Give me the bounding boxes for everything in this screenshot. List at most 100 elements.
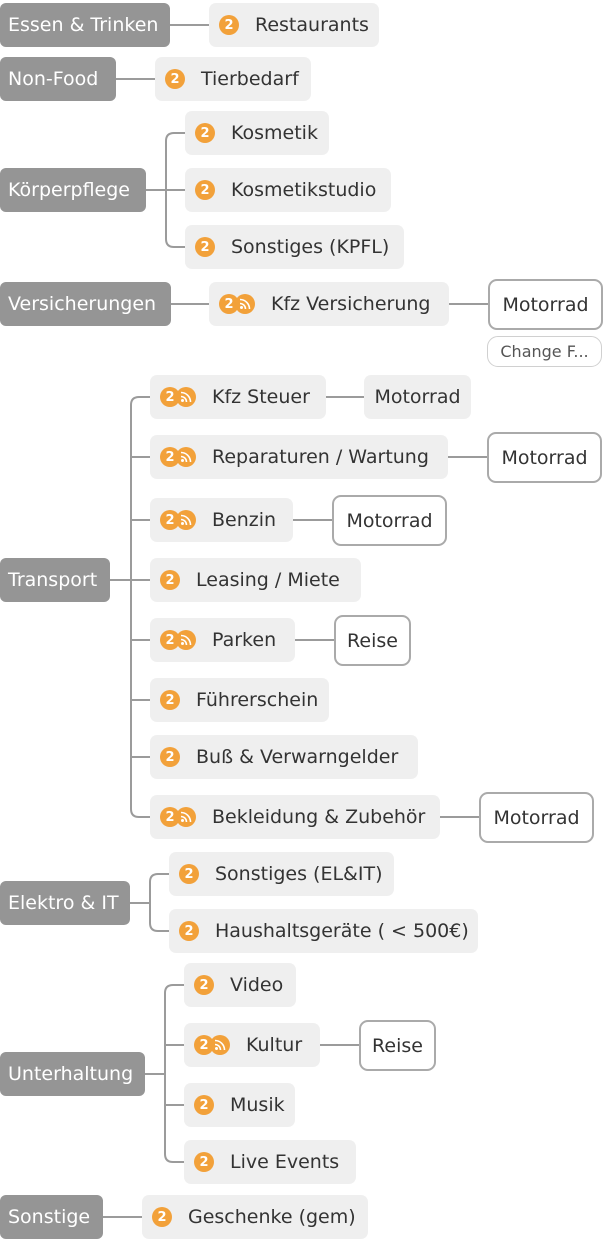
item-icons: 2 [160,387,196,407]
item-parken[interactable]: 2 Parken [150,618,295,662]
category-sonstige[interactable]: Sonstige [0,1195,103,1239]
item-icons: 2 [160,570,180,590]
item-icons: 2 [219,15,239,35]
category-koerperpflege[interactable]: Körperpflege [0,168,146,212]
item-label: Sonstiges (KPFL) [231,236,390,258]
item-icons: 2 [160,747,180,767]
item-icons: 2 [165,69,185,89]
item-icons: 2 [179,921,199,941]
item-icons: 2 [194,1152,214,1172]
button-label: Change F... [500,342,589,361]
tag-reise[interactable]: Reise [359,1020,436,1071]
change-button[interactable]: Change F... [487,336,602,367]
item-label: Kfz Steuer [212,386,310,408]
tag-label: Motorrad [501,446,588,469]
item-icons: 2 [160,807,196,827]
tag-reise[interactable]: Reise [334,615,411,666]
item-label: Kfz Versicherung [271,293,431,315]
item-kosmetikstudio[interactable]: 2 Kosmetikstudio [185,168,391,212]
category-label: Versicherungen [8,293,157,315]
item-video[interactable]: 2 Video [184,963,296,1007]
number-two-icon: 2 [194,1095,214,1115]
number-two-icon: 2 [160,387,180,407]
category-versicherungen[interactable]: Versicherungen [0,282,171,326]
connector-branch [130,808,150,818]
item-sonstiges-el-it[interactable]: 2 Sonstiges (EL&IT) [169,852,394,896]
item-musik[interactable]: 2 Musik [184,1083,295,1127]
item-icons: 2 [160,510,196,530]
item-benzin[interactable]: 2 Benzin [150,498,293,542]
item-label: Sonstiges (EL&IT) [215,863,383,885]
item-haushaltsgeraete[interactable]: 2 Haushaltsgeräte ( < 500€) [169,909,478,953]
tag-motorrad[interactable]: Motorrad [332,495,447,546]
item-label: Kultur [246,1034,303,1056]
number-two-icon: 2 [152,1207,172,1227]
item-icons: 2 [194,975,214,995]
item-label: Leasing / Miete [196,569,340,591]
tag-motorrad[interactable]: Motorrad [479,792,594,843]
item-kfz-steuer[interactable]: 2 Kfz Steuer [150,375,326,419]
item-leasing-miete[interactable]: 2 Leasing / Miete [150,558,361,602]
category-transport[interactable]: Transport [0,558,110,602]
item-icons: 2 [194,1035,230,1055]
rss-feed-icon [176,807,196,827]
tag-motorrad[interactable]: Motorrad [488,279,603,330]
number-two-icon: 2 [160,447,180,467]
tag-label: Motorrad [346,509,433,532]
item-label: Kosmetik [231,122,318,144]
category-label: Sonstige [8,1206,91,1228]
item-buss-verwarngelder[interactable]: 2 Buß & Verwarngelder [150,735,418,779]
connector-branch [165,132,185,142]
connector-branch [164,984,184,994]
item-fuehrerschein[interactable]: 2 Führerschein [150,678,329,722]
number-two-icon: 2 [219,15,239,35]
item-label: Buß & Verwarngelder [196,746,399,768]
item-restaurants[interactable]: 2 Restaurants [209,3,379,47]
item-icons: 2 [219,294,255,314]
item-label: Musik [230,1094,285,1116]
category-non-food[interactable]: Non-Food [0,57,116,101]
item-label: Reparaturen / Wartung [212,446,429,468]
number-two-icon: 2 [160,630,180,650]
number-two-icon: 2 [165,69,185,89]
item-kfz-versicherung[interactable]: 2 Kfz Versicherung [209,282,449,326]
item-tierbedarf[interactable]: 2 Tierbedarf [155,57,311,101]
item-icons: 2 [160,447,196,467]
item-label: Restaurants [255,14,369,36]
item-live-events[interactable]: 2 Live Events [184,1140,356,1184]
rss-feed-icon [176,630,196,650]
rss-feed-icon [176,510,196,530]
item-label: Live Events [230,1151,340,1173]
item-kosmetik[interactable]: 2 Kosmetik [185,111,329,155]
connector-branch [149,922,169,932]
item-icons: 2 [160,690,180,710]
item-icons: 2 [179,864,199,884]
item-reparaturen-wartung[interactable]: 2 Reparaturen / Wartung [150,435,448,479]
number-two-icon: 2 [194,1152,214,1172]
connector-branch [149,873,169,883]
number-two-icon: 2 [219,294,239,314]
item-label: Bekleidung & Zubehör [212,806,426,828]
item-label: Führerschein [196,689,319,711]
tag-motorrad[interactable]: Motorrad [364,375,471,419]
rss-feed-icon [176,447,196,467]
category-label: Körperpflege [8,179,130,201]
item-bekleidung-zubehoer[interactable]: 2 Bekleidung & Zubehör [150,795,440,839]
category-elektro-it[interactable]: Elektro & IT [0,881,130,925]
number-two-icon: 2 [179,864,199,884]
tag-motorrad[interactable]: Motorrad [487,432,602,483]
item-kultur[interactable]: 2 Kultur [184,1023,320,1067]
item-sonstiges-kpfl[interactable]: 2 Sonstiges (KPFL) [185,225,404,269]
item-label: Tierbedarf [201,68,299,90]
category-essen-trinken[interactable]: Essen & Trinken [0,3,170,47]
connector-branch [164,1153,184,1163]
item-label: Geschenke (gem) [188,1206,356,1228]
item-icons: 2 [195,123,215,143]
number-two-icon: 2 [160,570,180,590]
item-label: Parken [212,629,277,651]
number-two-icon: 2 [195,123,215,143]
item-geschenke[interactable]: 2 Geschenke (gem) [142,1195,368,1239]
category-unterhaltung[interactable]: Unterhaltung [0,1052,145,1096]
item-icons: 2 [195,180,215,200]
